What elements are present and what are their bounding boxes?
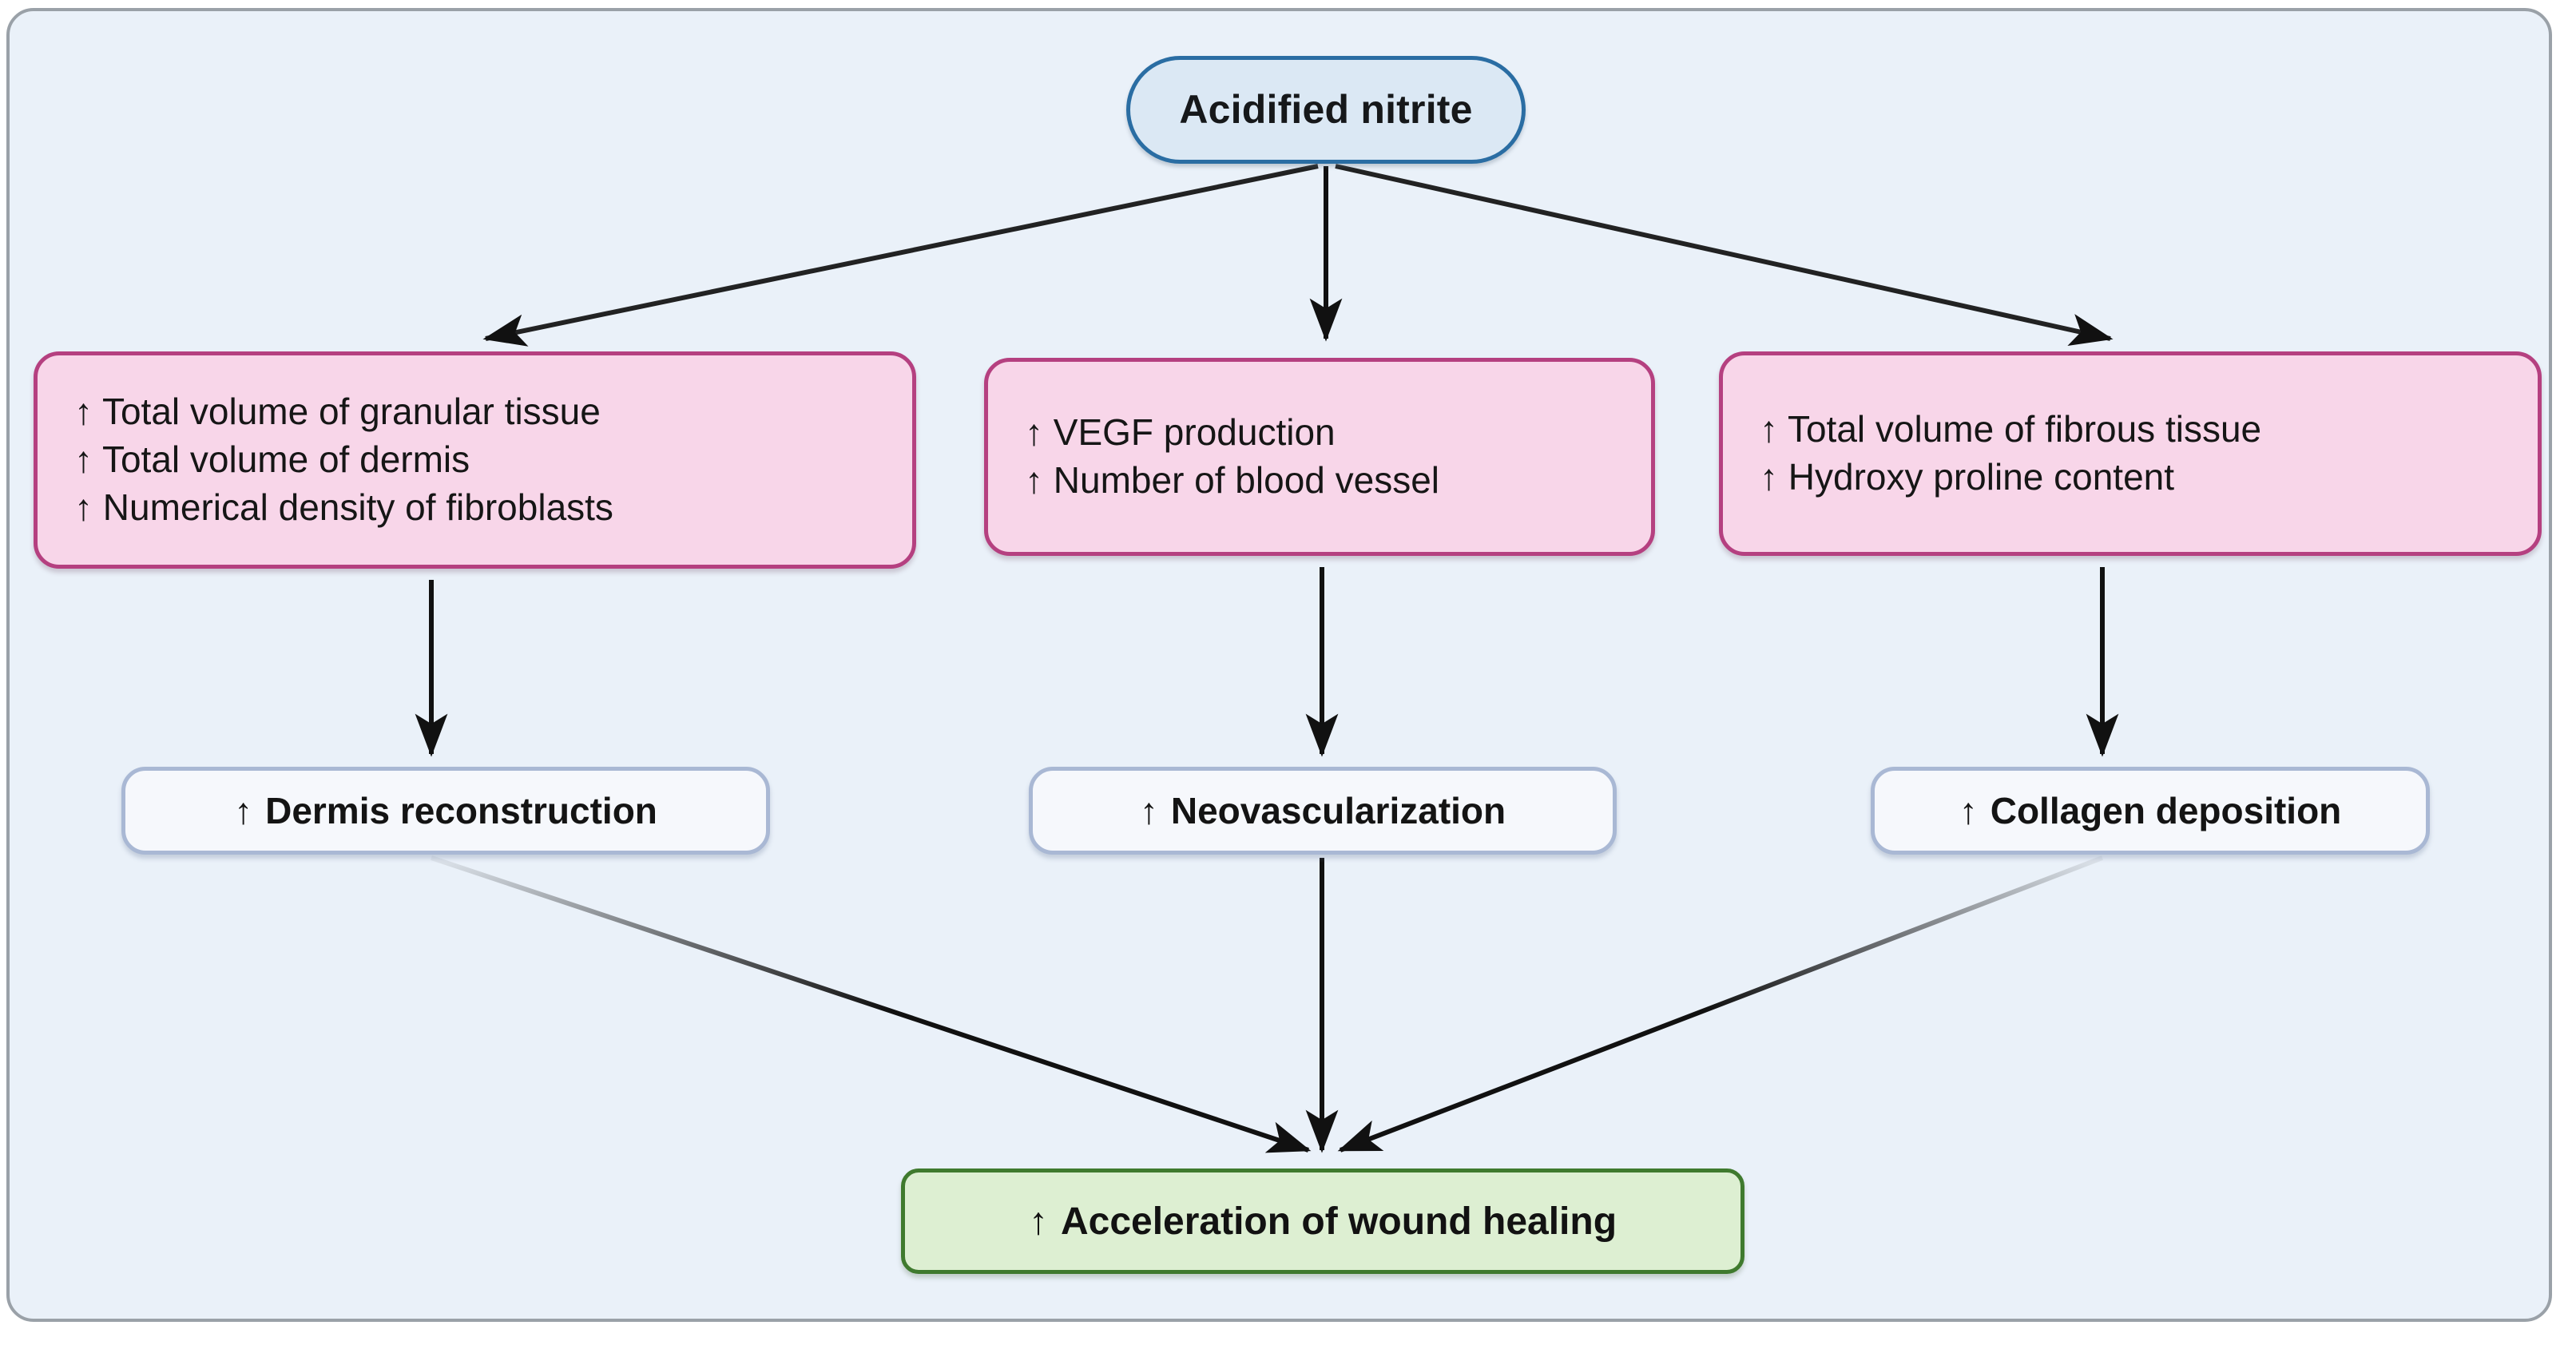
node-acidified-nitrite[interactable]: Acidified nitrite	[1126, 56, 1526, 164]
effect-line: ↑ Total volume of granular tissue	[74, 391, 601, 433]
node-acceleration-of-wound-healing-label: ↑ Acceleration of wound healing	[1029, 1200, 1617, 1244]
node-neovascularization[interactable]: ↑ Neovascularization	[1029, 767, 1617, 855]
effect-line: ↑ Total volume of fibrous tissue	[1760, 408, 2262, 450]
diagram-canvas	[6, 8, 2552, 1322]
node-acidified-nitrite-label: Acidified nitrite	[1179, 87, 1473, 132]
outcome-text: Neovascularization	[1170, 790, 1506, 831]
node-fibrous-tissue-effects[interactable]: ↑ Total volume of fibrous tissue ↑ Hydro…	[1719, 351, 2542, 556]
node-dermis-reconstruction-label: ↑ Dermis reconstruction	[234, 789, 657, 832]
effect-line: ↑ VEGF production	[1025, 411, 1336, 454]
node-neovascularization-label: ↑ Neovascularization	[1140, 789, 1506, 832]
result-text: Acceleration of wound healing	[1060, 1200, 1617, 1243]
effect-line: ↑ Number of blood vessel	[1025, 459, 1440, 501]
node-collagen-deposition-label: ↑ Collagen deposition	[1959, 789, 2342, 832]
node-dermis-reconstruction[interactable]: ↑ Dermis reconstruction	[121, 767, 770, 855]
outcome-text: Collagen deposition	[1990, 790, 2342, 831]
up-arrow-icon: ↑	[1959, 790, 1978, 831]
up-arrow-icon: ↑	[1139, 790, 1158, 831]
effect-line: ↑ Hydroxy proline content	[1760, 456, 2175, 498]
outcome-text: Dermis reconstruction	[265, 790, 657, 831]
node-granular-tissue-effects[interactable]: ↑ Total volume of granular tissue ↑ Tota…	[34, 351, 916, 569]
node-vegf-effects[interactable]: ↑ VEGF production ↑ Number of blood vess…	[984, 358, 1655, 556]
node-collagen-deposition[interactable]: ↑ Collagen deposition	[1871, 767, 2430, 855]
effect-line: ↑ Total volume of dermis	[74, 438, 470, 481]
node-acceleration-of-wound-healing[interactable]: ↑ Acceleration of wound healing	[901, 1168, 1744, 1274]
up-arrow-icon: ↑	[234, 790, 253, 831]
effect-line: ↑ Numerical density of fibroblasts	[74, 486, 613, 528]
up-arrow-icon: ↑	[1028, 1200, 1048, 1243]
